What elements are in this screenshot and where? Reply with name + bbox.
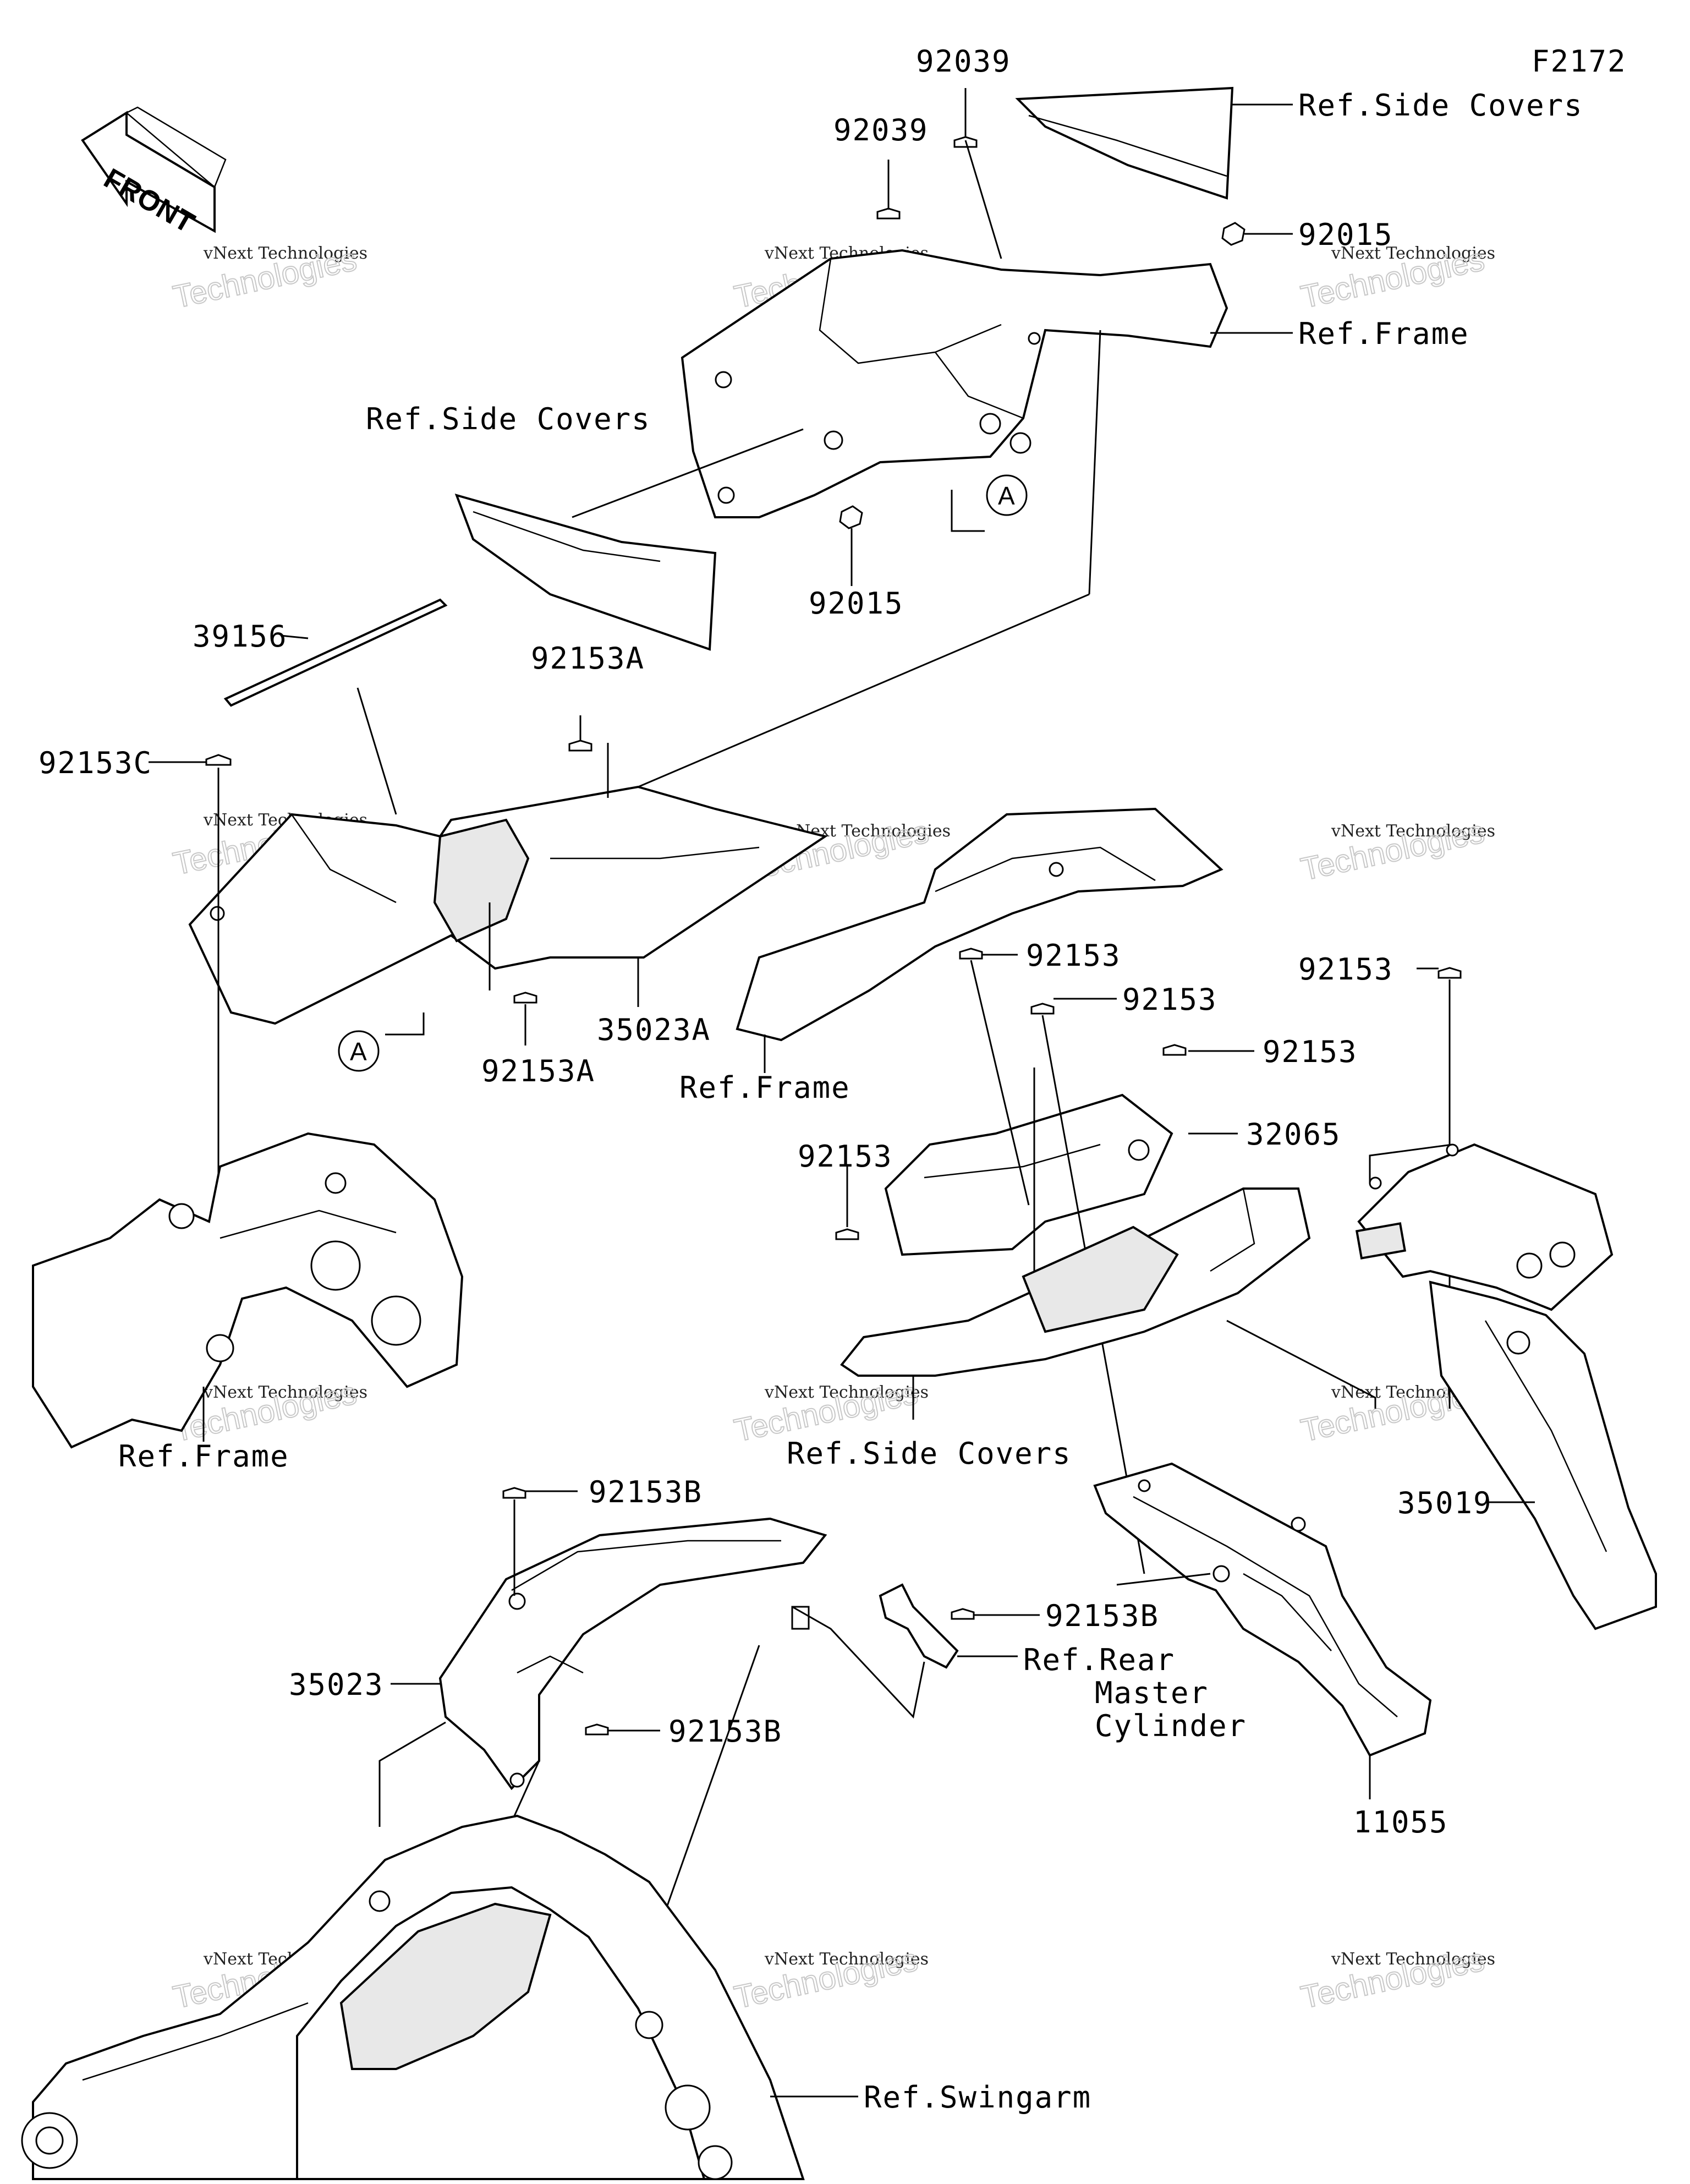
rear-fender-35023A xyxy=(188,785,828,1025)
bolt-92153-left xyxy=(835,1167,859,1240)
frame-rail-mid-ref xyxy=(736,807,1223,1042)
label-ref-rear-master-1: Ref.Rear xyxy=(1023,1643,1175,1677)
license-bracket-35019 xyxy=(1355,1143,1657,1630)
nut-92015-right xyxy=(1221,222,1293,246)
label-35023A: 35023A xyxy=(597,1012,711,1047)
bolt-92153-c xyxy=(1162,1044,1254,1056)
label-92015-bottom: 92015 xyxy=(809,586,904,621)
label-92153C: 92153C xyxy=(39,746,152,780)
bolt-92039-top xyxy=(953,88,1002,259)
side-cover-top-ref xyxy=(1015,86,1234,200)
marker-a-top xyxy=(986,474,1028,516)
label-92153-b: 92153 xyxy=(1122,982,1217,1017)
swingarm-ref xyxy=(21,1814,805,2180)
bolt-92153B-top xyxy=(502,1487,578,1596)
svg-text:vNext Technologies: vNext Technologies xyxy=(764,1950,929,1969)
frame-bracket-top xyxy=(681,249,1228,518)
marker-a-mid-text: A xyxy=(350,1037,367,1066)
bolt-92153-a xyxy=(959,948,1030,1206)
label-ref-rear-master-3: Cylinder xyxy=(1095,1709,1247,1743)
label-92153-d: 92153 xyxy=(1298,952,1393,987)
label-32065: 32065 xyxy=(1246,1117,1341,1152)
bolt-92153C xyxy=(149,754,232,1222)
label-92039-mid: 92039 xyxy=(833,113,929,147)
svg-text:vNext Technologies: vNext Technologies xyxy=(203,244,367,263)
nut-92015-bottom xyxy=(839,505,863,586)
label-ref-side-covers-left: Ref.Side Covers xyxy=(366,402,651,436)
label-ref-swingarm: Ref.Swingarm xyxy=(864,2080,1091,2115)
label-92153A-bottom: 92153A xyxy=(481,1054,595,1088)
label-ref-side-covers-mid: Ref.Side Covers xyxy=(787,1436,1072,1471)
bolt-92153A-bottom xyxy=(489,902,537,1046)
marker-a-top-text: A xyxy=(998,481,1015,510)
bolt-92039-mid xyxy=(876,160,901,220)
side-cover-mid-ref xyxy=(840,1187,1311,1377)
frame-left-ref xyxy=(32,1132,464,1449)
label-92153B-top: 92153B xyxy=(589,1475,703,1509)
label-ref-rear-master-2: Master xyxy=(1095,1676,1209,1710)
label-ref-frame-mid: Ref.Frame xyxy=(679,1070,851,1105)
marker-a-mid xyxy=(338,1030,380,1072)
diagram-code: F2172 xyxy=(1532,44,1627,79)
bracket-32065 xyxy=(884,1093,1173,1256)
svg-text:vNext Technologies: vNext Technologies xyxy=(1331,822,1495,841)
svg-text:vNext Technologies: vNext Technologies xyxy=(1331,1950,1495,1969)
label-35019: 35019 xyxy=(1397,1486,1493,1520)
bolt-92153B-mid xyxy=(585,1723,660,1736)
label-11055: 11055 xyxy=(1353,1805,1448,1840)
svg-text:vNext Technologies: vNext Technologies xyxy=(764,1383,929,1402)
label-92015-right: 92015 xyxy=(1298,217,1393,252)
front-arrow-icon: FRONT xyxy=(81,106,227,239)
label-92039-top: 92039 xyxy=(916,44,1011,79)
label-ref-side-covers-top: Ref.Side Covers xyxy=(1298,88,1583,123)
label-ref-frame-left: Ref.Frame xyxy=(118,1439,289,1474)
label-92153-c: 92153 xyxy=(1263,1034,1358,1069)
svg-text:vNext Technologies: vNext Technologies xyxy=(1331,244,1495,263)
label-ref-frame-top: Ref.Frame xyxy=(1298,316,1469,351)
label-92153A-top: 92153A xyxy=(531,641,645,676)
svg-text:vNext Technologies: vNext Technologies xyxy=(203,1383,367,1402)
bolt-92153A-top xyxy=(568,715,609,798)
side-cover-left-ref xyxy=(454,493,717,651)
label-39156: 39156 xyxy=(193,619,288,654)
label-92153-left: 92153 xyxy=(798,1139,893,1174)
rear-fender-35023 xyxy=(438,1517,827,1791)
sticker-39156 xyxy=(223,598,448,707)
master-cylinder-bracket-ref xyxy=(879,1583,959,1669)
label-92153B-right: 92153B xyxy=(1045,1599,1159,1633)
label-35023: 35023 xyxy=(289,1667,384,1702)
label-92153B-mid: 92153B xyxy=(668,1714,782,1749)
label-92153-a: 92153 xyxy=(1026,938,1121,973)
bolt-92153B-right xyxy=(951,1608,1040,1620)
